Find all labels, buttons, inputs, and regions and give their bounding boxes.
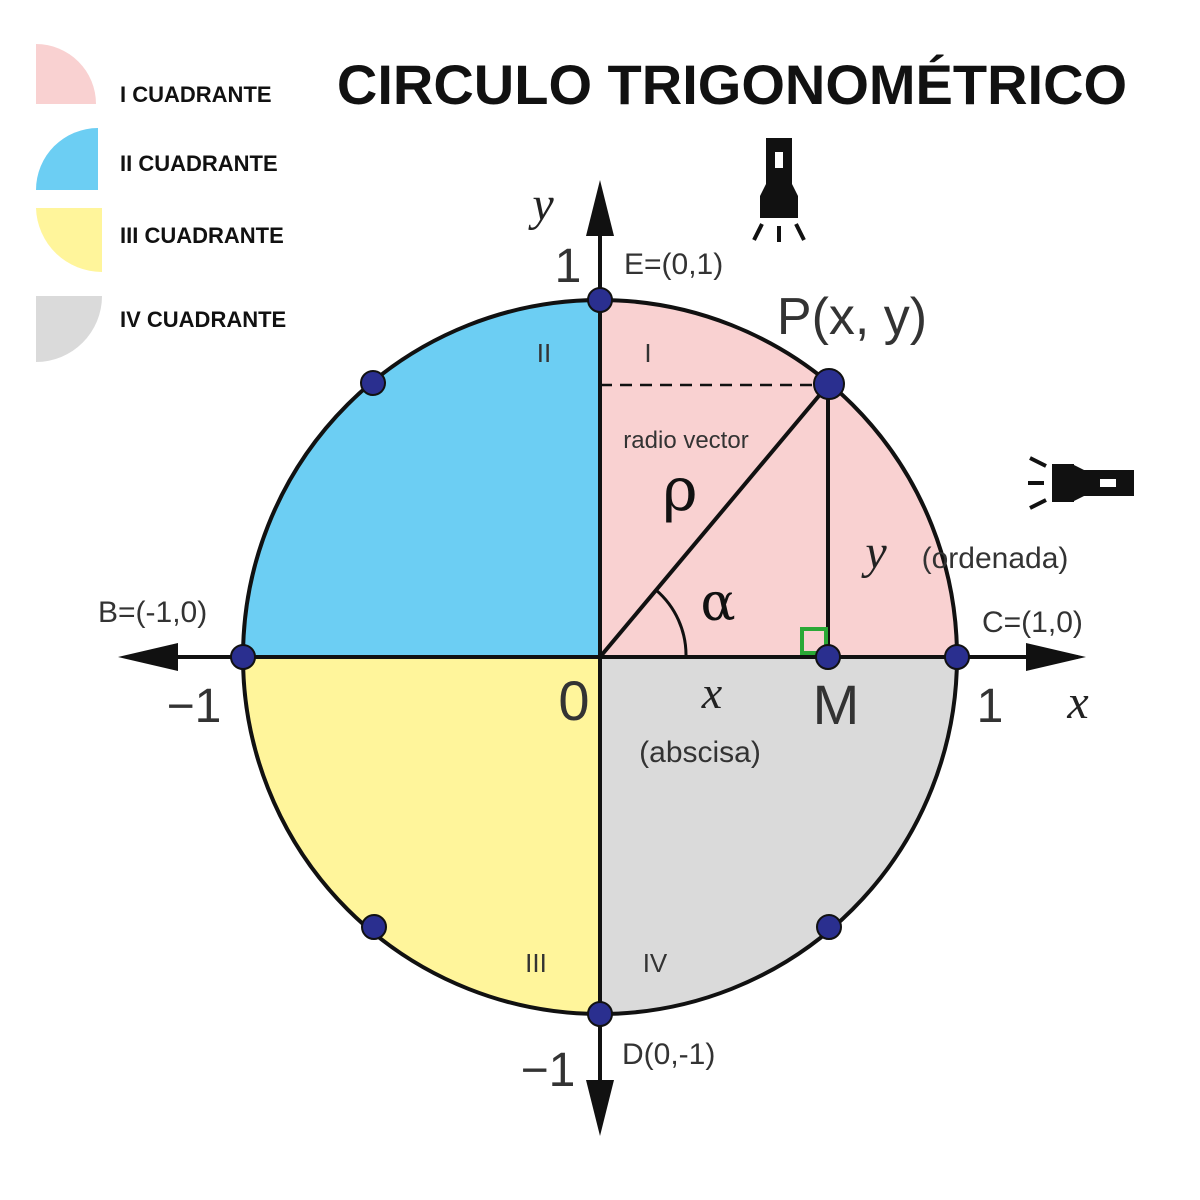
legend-swatch-q1 bbox=[36, 44, 96, 104]
rho-label: ρ bbox=[662, 455, 697, 525]
ordenada-label: (ordenada) bbox=[922, 542, 1069, 575]
y-axis-name: y bbox=[527, 178, 554, 231]
alpha-label: α bbox=[700, 573, 735, 633]
quadrant-numeral-ii: II bbox=[537, 338, 551, 368]
flashlight-down-icon bbox=[752, 138, 806, 242]
point-d-label: D(0,-1) bbox=[622, 1038, 715, 1071]
quadrant-fill-iv bbox=[600, 657, 957, 1014]
quadrant-numeral-iii: III bbox=[525, 948, 547, 978]
y-segment-label: y bbox=[860, 526, 887, 579]
quadrant-fill-ii bbox=[243, 300, 600, 657]
origin-label: 0 bbox=[558, 669, 589, 732]
point-e bbox=[587, 287, 613, 313]
x-segment-label: x bbox=[701, 667, 723, 718]
flashlight-right-icon bbox=[1028, 456, 1134, 510]
quadrant-fills bbox=[243, 300, 957, 1014]
point-m-label: M bbox=[813, 673, 860, 736]
y-neg-tick: −1 bbox=[521, 1044, 576, 1097]
abscisa-label: (abscisa) bbox=[639, 736, 761, 769]
right-angle-marker bbox=[800, 627, 828, 655]
legend-swatch-q3 bbox=[36, 208, 102, 273]
legend-swatch-q4 bbox=[36, 296, 102, 362]
x-axis-arrow-left bbox=[118, 643, 178, 671]
legend: I CUADRANTE II CUADRANTE III CUADRANTE I… bbox=[36, 44, 286, 362]
point-p bbox=[813, 368, 845, 400]
quadrant-fill-i bbox=[600, 300, 957, 657]
point-b bbox=[230, 644, 256, 670]
point-q2 bbox=[360, 370, 386, 396]
page-title: CIRCULO TRIGONOMÉTRICO bbox=[337, 53, 1127, 116]
radio-vector-label: radio vector bbox=[623, 427, 748, 454]
legend-label-q1: I CUADRANTE bbox=[120, 82, 272, 107]
y-pos-tick: 1 bbox=[555, 240, 582, 293]
radius-vector bbox=[598, 383, 830, 659]
quadrant-numeral-iv: IV bbox=[643, 948, 668, 978]
legend-label-q3: III CUADRANTE bbox=[120, 223, 284, 248]
x-neg-tick: −1 bbox=[167, 680, 222, 733]
angle-arc bbox=[655, 588, 688, 658]
point-m bbox=[815, 644, 841, 670]
point-c bbox=[944, 644, 970, 670]
point-b-label: B=(-1,0) bbox=[98, 596, 207, 629]
point-d bbox=[587, 1001, 613, 1027]
point-e-label: E=(0,1) bbox=[624, 248, 723, 281]
x-pos-tick: 1 bbox=[977, 680, 1004, 733]
legend-swatch-q2 bbox=[36, 128, 98, 190]
point-q3 bbox=[361, 914, 387, 940]
quadrant-numeral-i: I bbox=[644, 338, 651, 368]
point-q4 bbox=[816, 914, 842, 940]
point-p-label: P(x, y) bbox=[777, 288, 927, 346]
x-axis-arrow-right bbox=[1026, 643, 1086, 671]
y-axis-arrow-down bbox=[586, 1080, 614, 1136]
y-axis-arrow-up bbox=[586, 180, 614, 236]
quadrant-fill-iii bbox=[243, 657, 600, 1014]
point-c-label: C=(1,0) bbox=[982, 606, 1083, 639]
legend-label-q4: IV CUADRANTE bbox=[120, 307, 286, 332]
x-axis-name: x bbox=[1066, 676, 1088, 729]
circle-points bbox=[230, 287, 970, 1027]
legend-label-q2: II CUADRANTE bbox=[120, 151, 278, 176]
